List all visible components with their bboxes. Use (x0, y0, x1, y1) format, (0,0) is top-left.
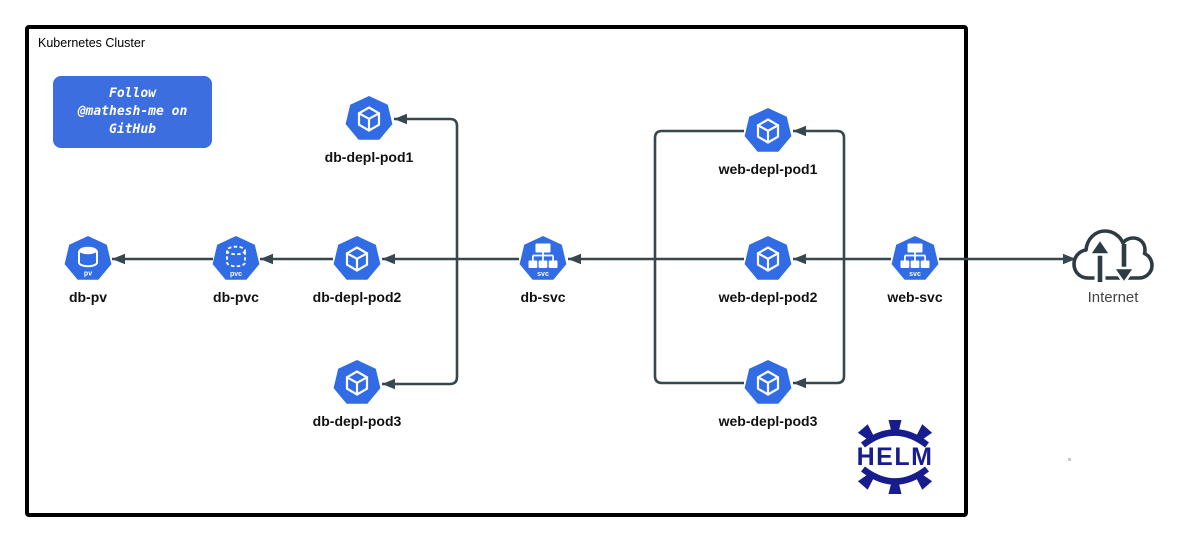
kubernetes-pod-icon (744, 108, 792, 152)
edge-web-svc-branch-to-pod3 (793, 259, 846, 385)
kubernetes-pod-icon (345, 96, 393, 140)
cluster-title: Kubernetes Cluster (38, 36, 146, 50)
node-web-depl-pod2: web-depl-pod2 (708, 236, 828, 305)
cluster-boundary (25, 25, 968, 517)
svg-text:pv: pv (84, 271, 92, 278)
node-db-pvc: pvc db-pvc (176, 236, 296, 305)
node-web-svc: svc web-svc (855, 236, 975, 305)
download-arrow-icon (1111, 244, 1137, 286)
node-label: db-pv (68, 289, 108, 305)
node-web-depl-pod1: web-depl-pod1 (708, 108, 828, 177)
helm-wordmark: HELM (857, 443, 934, 471)
svg-text:svc: svc (909, 271, 921, 278)
node-web-depl-pod3: web-depl-pod3 (708, 360, 828, 429)
persistent-volume-icon: pv (64, 236, 112, 280)
node-label: db-depl-pod1 (324, 149, 414, 165)
node-label: web-svc (887, 289, 943, 305)
arrowhead-db-svc-to-db-pod2 (382, 253, 395, 265)
arrowhead-web-svc-to-pod2 (793, 253, 806, 265)
badge-line: Follow (109, 85, 156, 101)
arrowhead-db-pod2-to-db-pvc (260, 253, 273, 265)
kubernetes-pod-icon (333, 360, 381, 404)
node-db-svc: svc db-svc (483, 236, 603, 305)
node-label: db-depl-pod3 (312, 413, 402, 429)
node-label: db-pvc (213, 289, 259, 305)
node-label: web-depl-pod1 (718, 161, 818, 177)
node-label: db-svc (520, 289, 566, 305)
internet-node: Internet (1072, 226, 1154, 306)
kubernetes-pod-icon (333, 236, 381, 280)
upload-arrow-icon (1087, 236, 1113, 282)
edge-db-svc-branch-to-pod3 (382, 259, 459, 386)
artifact-dot (1068, 458, 1071, 461)
svg-text:svc: svc (537, 271, 549, 278)
node-db-depl-pod1: db-depl-pod1 (309, 96, 429, 165)
arrowhead-db-pvc-to-db-pv (112, 253, 125, 265)
badge-line: @mathesh-me on (77, 103, 188, 119)
node-db-depl-pod2: db-depl-pod2 (297, 236, 417, 305)
svg-text:pvc: pvc (230, 271, 242, 278)
edge-web-pods-left-bracket (653, 129, 744, 385)
node-label: web-depl-pod2 (718, 289, 818, 305)
arrowhead-web-pods-to-db-svc (568, 253, 581, 265)
github-follow-badge: Follow @mathesh-me on GitHub (53, 76, 212, 148)
arrowhead-db-svc-branch-to-pod3 (382, 378, 395, 390)
node-label: db-depl-pod2 (312, 289, 402, 305)
kubernetes-pod-icon (744, 360, 792, 404)
badge-line: GitHub (109, 122, 156, 138)
kubernetes-pod-icon (744, 236, 792, 280)
arrowhead-db-svc-branch-to-pod1 (394, 113, 407, 125)
node-label: web-depl-pod3 (718, 413, 818, 429)
persistent-volume-claim-icon: pvc (212, 236, 260, 280)
edge-web-svc-branch-to-pod1 (793, 129, 846, 259)
edge-db-svc-branch-to-pod1 (394, 117, 459, 259)
node-db-pv: pv db-pv (28, 236, 148, 305)
arrowhead-web-svc-to-internet (1063, 253, 1076, 265)
helm-wheel-spokes (857, 420, 933, 494)
helm-logo: HELM (857, 420, 934, 494)
kubernetes-service-icon: svc (519, 236, 567, 280)
node-db-depl-pod3: db-depl-pod3 (297, 360, 417, 429)
arrowhead-web-svc-branch-to-pod1 (793, 125, 806, 137)
arrowhead-web-svc-branch-to-pod3 (793, 377, 806, 389)
cloud-icon (1072, 229, 1154, 286)
kubernetes-service-icon: svc (891, 236, 939, 280)
internet-label: Internet (1087, 289, 1139, 306)
